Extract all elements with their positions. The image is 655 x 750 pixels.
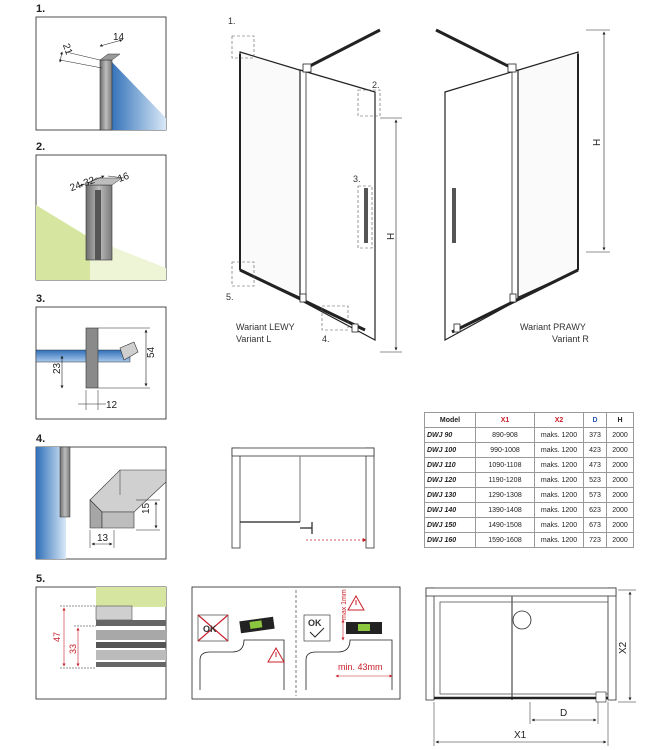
detail-1-dim-b: 14 xyxy=(113,32,125,43)
main-callout-2: 2. xyxy=(372,80,380,90)
cell-x2: maks. 1200 xyxy=(534,427,584,443)
dim-x2: X2 xyxy=(618,641,629,654)
cell-model: DWJ 130 xyxy=(424,487,476,503)
cell-h: 2000 xyxy=(606,472,634,488)
table-header-x2: X2 xyxy=(534,412,584,428)
cell-model: DWJ 150 xyxy=(424,517,476,533)
detail-4-dim-b: 13 xyxy=(97,533,109,544)
detail-4-dim-a: 15 xyxy=(141,502,152,514)
cell-h: 2000 xyxy=(606,532,634,548)
detail-3-dim-c: 12 xyxy=(106,400,118,411)
cell-h: 2000 xyxy=(606,442,634,458)
cell-d: 523 xyxy=(583,472,607,488)
main-callout-5: 5. xyxy=(226,292,234,302)
plan-view-dimensions: X2 D X1 xyxy=(425,587,636,746)
cell-h: 2000 xyxy=(606,487,634,503)
cell-x1: 1490-1508 xyxy=(475,517,535,533)
ok-crossed-label: OK xyxy=(203,624,217,634)
detail-3-dim-b: 23 xyxy=(52,362,63,374)
cell-x2: maks. 1200 xyxy=(534,517,584,533)
variant-right-line2: Variant R xyxy=(552,334,589,344)
cell-d: 623 xyxy=(583,502,607,518)
cell-d: 423 xyxy=(583,442,607,458)
cell-h: 2000 xyxy=(606,502,634,518)
variant-left-line2: Variant L xyxy=(236,334,271,344)
detail-4-number: 4. xyxy=(36,433,45,445)
cell-x1: 890-908 xyxy=(475,427,535,443)
cell-h: 2000 xyxy=(606,457,634,473)
table-header-h: H xyxy=(606,412,634,428)
cell-x2: maks. 1200 xyxy=(534,442,584,458)
main-callout-3: 3. xyxy=(353,174,361,184)
dim-d: D xyxy=(560,708,567,719)
cell-d: 473 xyxy=(583,457,607,473)
cell-model: DWJ 110 xyxy=(424,457,476,473)
cell-x1: 1590-1608 xyxy=(475,532,535,548)
detail-5: 5. 47 33 xyxy=(35,573,167,700)
cell-h: 2000 xyxy=(606,427,634,443)
detail-3-dim-a: 54 xyxy=(146,346,157,358)
detail-2: 2. 24-32 16 xyxy=(35,141,167,281)
cell-d: 723 xyxy=(583,532,607,548)
cell-model: DWJ 140 xyxy=(424,502,476,518)
cell-x1: 990-1008 xyxy=(475,442,535,458)
variant-right-drawing: H Wariant PRAWY Variant R xyxy=(435,28,610,344)
cell-x1: 1390-1408 xyxy=(475,502,535,518)
main-callout-4: 4. xyxy=(322,334,330,344)
detail-5-dim-b: 33 xyxy=(68,644,78,654)
variant-left-line1: Wariant LEWY xyxy=(236,322,295,332)
cell-d: 573 xyxy=(583,487,607,503)
detail-1-number: 1. xyxy=(36,3,45,15)
min-43mm-label: min. 43mm xyxy=(338,662,383,672)
cell-d: 673 xyxy=(583,517,607,533)
cell-x2: maks. 1200 xyxy=(534,532,584,548)
cell-x1: 1290-1308 xyxy=(475,487,535,503)
cell-model: DWJ 160 xyxy=(424,532,476,548)
cell-x1: 1090-1108 xyxy=(475,457,535,473)
detail-2-dim-b: 16 xyxy=(117,171,132,185)
table-header-x1: X1 xyxy=(475,412,535,428)
table-header-model: Model xyxy=(424,412,476,428)
cell-d: 373 xyxy=(583,427,607,443)
dim-h-left: H xyxy=(386,233,397,240)
cell-x2: maks. 1200 xyxy=(534,472,584,488)
cell-x2: maks. 1200 xyxy=(534,487,584,503)
cell-model: DWJ 100 xyxy=(424,442,476,458)
dim-h-right: H xyxy=(592,139,603,146)
max-1mm-label: max 1mm xyxy=(341,589,348,620)
detail-2-number: 2. xyxy=(36,141,45,153)
sliding-plan-view xyxy=(231,447,375,549)
cell-model: DWJ 120 xyxy=(424,472,476,488)
detail-5-dim-a: 47 xyxy=(52,632,62,642)
cell-model: DWJ 90 xyxy=(424,427,476,443)
cell-x2: maks. 1200 xyxy=(534,502,584,518)
variant-left-drawing: 1. 2. 3. 5. 4. H Wariant LEWY Variant L xyxy=(226,16,402,353)
detail-1: 1. 21 14 xyxy=(35,3,167,131)
table-header-d: D xyxy=(583,412,607,428)
table-header-row: Model X1 X2 D H xyxy=(424,412,634,428)
detail-3: 3. 54 23 12 xyxy=(35,293,167,420)
detail-3-number: 3. xyxy=(36,293,45,305)
detail-1-dim-a: 21 xyxy=(60,42,74,57)
cell-x2: maks. 1200 xyxy=(534,457,584,473)
detail-5-number: 5. xyxy=(36,573,45,585)
level-check-panel: OK OK max 1mm min. 43mm xyxy=(191,586,401,700)
detail-4: 4. 15 13 xyxy=(35,433,167,560)
dim-x1: X1 xyxy=(514,730,527,741)
cell-x1: 1190-1208 xyxy=(475,472,535,488)
cell-h: 2000 xyxy=(606,517,634,533)
variant-right-line1: Wariant PRAWY xyxy=(520,322,586,332)
ok-checked-label: OK xyxy=(308,618,322,628)
main-callout-1: 1. xyxy=(228,16,236,26)
